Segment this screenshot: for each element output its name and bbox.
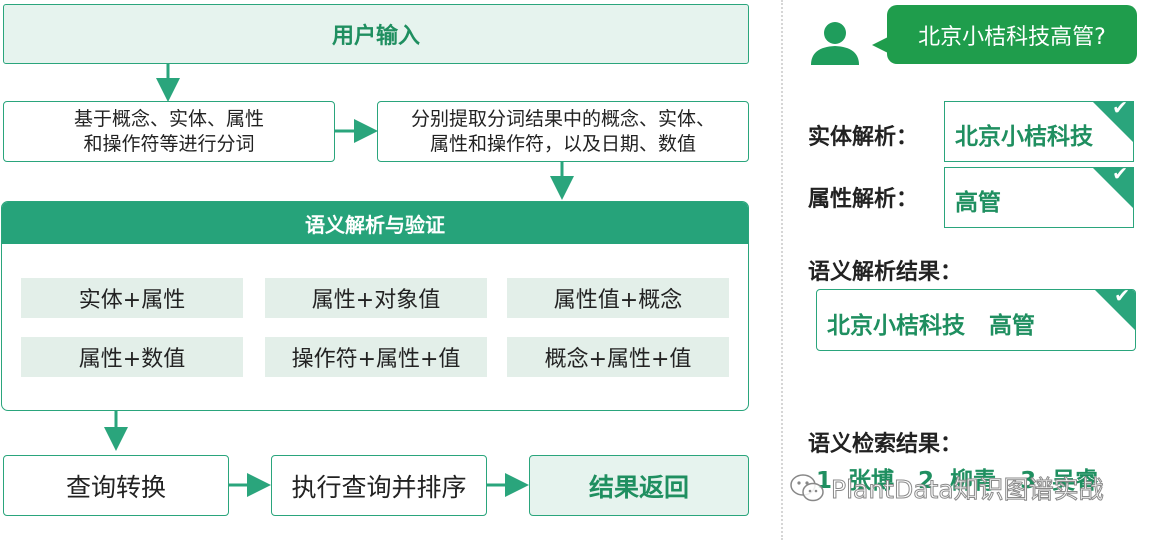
semantic-result-label: 语义解析结果： <box>808 260 963 285</box>
extraction-line-1: 分别提取分词结果中的概念、实体、 <box>410 107 715 130</box>
execute-sort-box: 执行查询并排序 <box>271 455 487 516</box>
user-input-box: 用户输入 <box>3 4 749 64</box>
semantic-result-value: 北京小桔科技 高管 <box>827 313 1036 339</box>
check-icon: ✔ <box>1112 97 1128 119</box>
query-convert-box: 查询转换 <box>3 455 229 516</box>
extraction-line-2: 属性和操作符，以及日期、数值 <box>429 132 696 155</box>
attribute-parse-label: 属性解析： <box>808 187 919 212</box>
user-icon <box>811 22 859 65</box>
entity-parse-box: 北京小桔科技 ✔ <box>944 97 1134 162</box>
execute-sort-label: 执行查询并排序 <box>291 472 467 502</box>
chip-concept-attribute-value: 概念+属性+值 <box>507 337 729 377</box>
chip-operator-attribute-value: 操作符+属性+值 <box>265 337 487 377</box>
wechat-icon <box>790 474 824 502</box>
extraction-box: 分别提取分词结果中的概念、实体、 属性和操作符，以及日期、数值 <box>377 101 749 162</box>
segmentation-line-1: 基于概念、实体、属性 <box>73 107 264 130</box>
chip-entity-attribute: 实体+属性 <box>21 278 243 318</box>
vertical-divider <box>781 0 783 540</box>
entity-parse-value: 北京小桔科技 <box>955 124 1093 150</box>
chip-attribute-object-value: 属性+对象值 <box>265 278 487 318</box>
segmentation-line-2: 和操作符等进行分词 <box>83 132 255 155</box>
chip-attribute-number: 属性+数值 <box>21 337 243 377</box>
question-text: 北京小桔科技高管? <box>918 24 1106 50</box>
segmentation-box: 基于概念、实体、属性 和操作符等进行分词 <box>3 101 335 162</box>
watermark-text: PlantData知识图谱实战 <box>831 475 1105 505</box>
chip-attribute-value-concept: 属性值+概念 <box>507 278 729 318</box>
search-result-label: 语义检索结果： <box>808 432 963 457</box>
attribute-parse-box: 高管 ✔ <box>944 163 1134 228</box>
semantic-parse-title: 语义解析与验证 <box>2 202 748 244</box>
result-return-box: 结果返回 <box>529 455 749 516</box>
result-return-label: 结果返回 <box>588 472 689 502</box>
check-icon: ✔ <box>1112 163 1128 185</box>
question-bubble: 北京小桔科技高管? <box>887 5 1137 64</box>
semantic-result-box: 北京小桔科技 高管 ✔ <box>816 289 1136 351</box>
query-convert-label: 查询转换 <box>65 472 166 502</box>
user-input-label: 用户输入 <box>331 24 420 49</box>
bubble-tail <box>872 37 888 53</box>
attribute-parse-value: 高管 <box>955 190 1001 216</box>
check-icon: ✔ <box>1114 289 1130 307</box>
entity-parse-label: 实体解析： <box>808 125 919 150</box>
watermark: PlantData知识图谱实战 <box>789 470 1104 506</box>
